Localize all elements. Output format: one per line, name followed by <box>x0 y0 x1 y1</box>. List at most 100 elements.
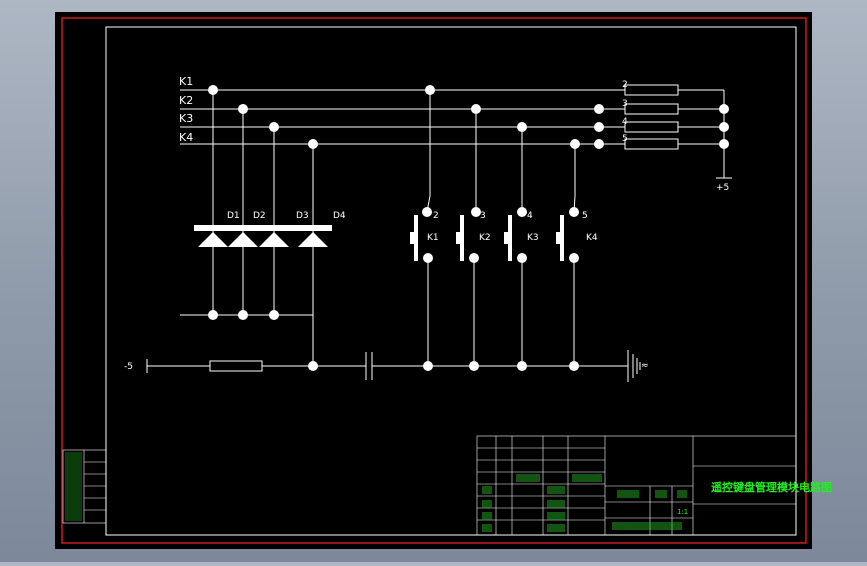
drawing-title: 遥控键盘管理模块电路图 <box>711 480 832 494</box>
tb-mark <box>572 474 602 482</box>
resistor-bottom <box>209 360 263 372</box>
diode-group <box>194 225 332 247</box>
resistor-r3 <box>624 121 679 133</box>
diode-d2 <box>228 232 258 247</box>
bus-label-k4: K4 <box>179 131 193 144</box>
node <box>719 104 729 114</box>
node <box>422 207 432 217</box>
resistor-number-2: 2 <box>622 80 628 90</box>
key1-button <box>410 232 414 244</box>
node <box>719 139 729 149</box>
node <box>594 104 604 114</box>
node <box>517 253 527 263</box>
resistor-number-4: 4 <box>622 117 628 127</box>
node <box>423 361 433 371</box>
node <box>570 139 580 149</box>
key-number-5: 5 <box>582 211 588 221</box>
bus-label-k1: K1 <box>179 75 193 88</box>
tb-mark <box>547 512 565 520</box>
diode-label-d1: D1 <box>227 211 240 221</box>
tb-mark <box>482 486 492 494</box>
key3-plunger <box>508 215 512 261</box>
ground-mark: ≈ <box>641 361 649 371</box>
resistor-r1 <box>624 84 679 96</box>
resistor-r2 <box>624 103 679 115</box>
node <box>423 253 433 263</box>
node <box>517 122 527 132</box>
key4-button <box>556 232 560 244</box>
node <box>469 361 479 371</box>
bus-label-k2: K2 <box>179 94 193 107</box>
title-block-frame <box>476 435 797 536</box>
key3-button <box>504 232 508 244</box>
node <box>594 122 604 132</box>
key-number-4: 4 <box>527 211 533 221</box>
resistor-r4 <box>624 138 679 150</box>
key2-plunger <box>460 215 464 261</box>
scale-value: 1:1 <box>677 508 688 516</box>
node <box>517 361 527 371</box>
inner-frame <box>105 26 797 536</box>
node <box>208 310 218 320</box>
node <box>308 361 318 371</box>
key-label-k3: K3 <box>527 233 539 243</box>
tb-mark <box>547 486 565 494</box>
tb-mark <box>547 524 565 532</box>
tb-mark <box>482 524 492 532</box>
tb-mark <box>482 500 492 508</box>
key-label-k1: K1 <box>427 233 439 243</box>
diode-d3 <box>259 232 289 247</box>
key4-wire <box>573 144 576 213</box>
record-strip-marks <box>65 452 82 521</box>
node <box>238 310 248 320</box>
node <box>719 122 729 132</box>
tb-mark <box>612 522 682 530</box>
tb-mark <box>677 490 687 498</box>
node <box>517 207 527 217</box>
supply-plus-label: +5 <box>716 183 729 193</box>
tb-mark <box>547 500 565 508</box>
node <box>569 361 579 371</box>
diode-label-d2: D2 <box>253 211 266 221</box>
node <box>569 207 579 217</box>
node <box>269 310 279 320</box>
node <box>238 104 248 114</box>
key1-plunger <box>414 215 418 261</box>
node <box>569 253 579 263</box>
key-label-k2: K2 <box>479 233 491 243</box>
resistor-group <box>209 84 679 372</box>
diode-label-d3: D3 <box>296 211 309 221</box>
diode-d4 <box>298 232 328 247</box>
record-strip <box>62 449 107 524</box>
key2-button <box>456 232 460 244</box>
junction-group <box>208 85 729 371</box>
node <box>471 207 481 217</box>
key-group <box>410 215 564 261</box>
key-number-3: 3 <box>480 211 486 221</box>
sheet-background <box>55 12 812 549</box>
record-strip-frame <box>62 449 107 524</box>
tb-mark <box>617 490 639 498</box>
node <box>208 85 218 95</box>
key-label-k4: K4 <box>586 233 598 243</box>
node <box>469 253 479 263</box>
node <box>471 104 481 114</box>
tb-mark <box>516 474 540 482</box>
label-group: K1 K2 K3 K4 D1 D2 D3 D4 2 3 4 5 K1 K2 K3… <box>124 75 729 372</box>
tb-mark <box>655 490 667 498</box>
node <box>425 85 435 95</box>
outer-frame <box>61 17 807 544</box>
resistor-number-5: 5 <box>622 134 628 144</box>
resistor-number-3: 3 <box>622 99 628 109</box>
bus-label-k3: K3 <box>179 112 193 125</box>
node <box>269 122 279 132</box>
node <box>594 139 604 149</box>
node <box>308 139 318 149</box>
key4-plunger <box>560 215 564 261</box>
diode-common-bar <box>194 225 332 231</box>
key1-wire <box>426 90 431 213</box>
tb-mark <box>482 512 492 520</box>
diode-label-d4: D4 <box>333 211 346 221</box>
